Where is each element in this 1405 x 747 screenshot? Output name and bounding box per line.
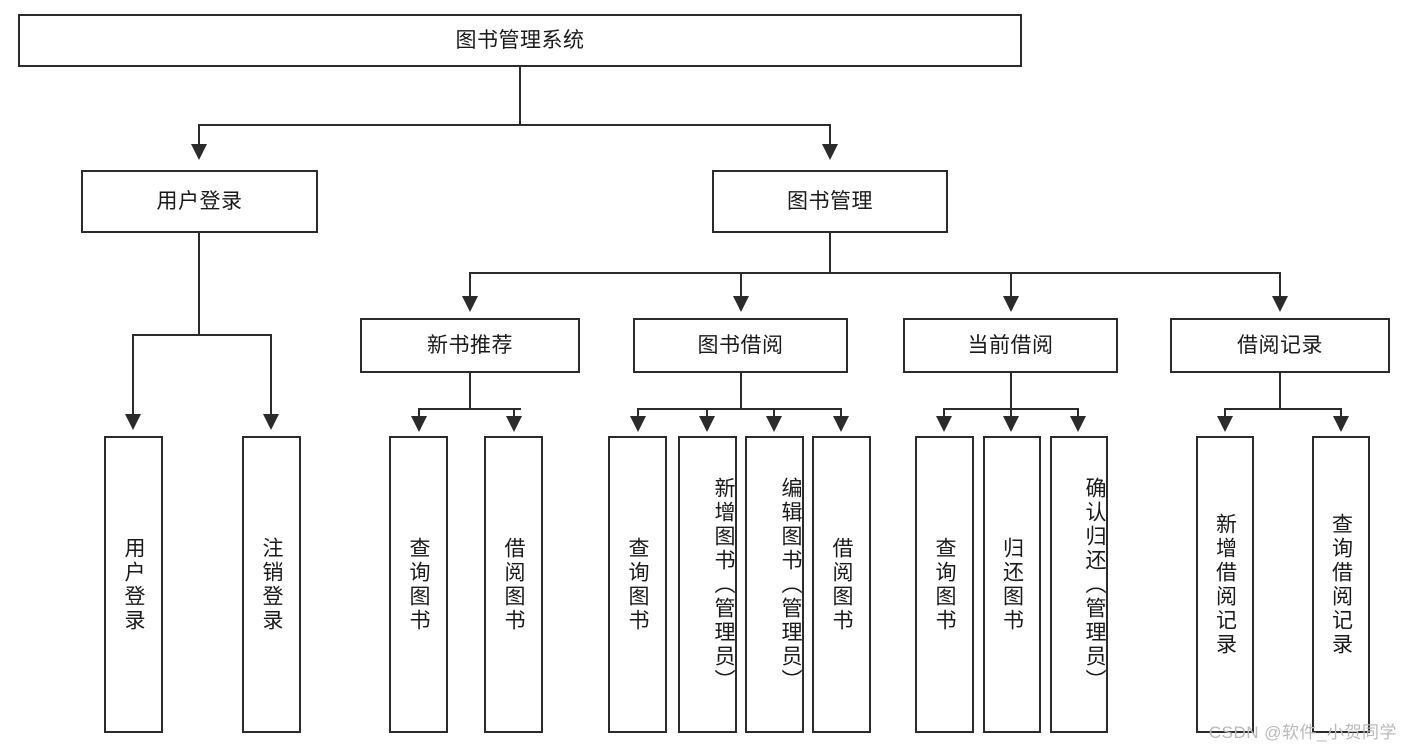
node-label: 查询图书 [626,536,650,633]
node-label: 图书借阅 [697,333,784,357]
leaf-return-book[interactable]: 归还图书 [983,436,1041,733]
node-label: 新书推荐 [427,333,513,357]
arrow-to-leaf-cb-3 [1070,416,1086,432]
arrow-to-leaf-user-login [125,414,141,430]
node-book-management[interactable]: 图书管理 [712,170,948,233]
node-label: 用户登录 [156,189,243,213]
connector-root-bus [198,124,831,126]
leaf-confirm-return-admin[interactable]: 确认归还（管理员） [1050,436,1108,733]
connector-root-drop-right [829,124,831,146]
arrow-to-leaf-bb-1 [630,416,646,432]
node-label: 借阅图书 [502,536,526,633]
connector-cb-drop-2 [1010,408,1012,418]
connector-nbr-bus [418,408,521,410]
connector-cb-drop-1 [943,408,945,418]
node-label: 查询图书 [407,536,431,633]
connector-bb-drop-4 [840,408,842,418]
connector-book-management-bus [469,272,1281,274]
node-user-login[interactable]: 用户登录 [81,170,318,233]
connector-user-login-drop-1 [132,334,134,416]
connector-bb-drop-3 [773,408,775,418]
connector-nbr-drop-2 [513,408,515,418]
arrow-to-leaf-bb-4 [833,416,849,432]
arrow-to-leaf-logout [263,414,279,430]
connector-bb-stem [740,373,742,409]
arrow-to-user-login [191,144,207,160]
node-new-book-recommend[interactable]: 新书推荐 [360,318,580,373]
arrow-to-new-book-recommend [462,296,478,312]
leaf-edit-book-admin[interactable]: 编辑图书（管理员） [745,436,804,733]
arrow-to-leaf-nbr-2 [506,416,522,432]
connector-root-drop-left [198,124,200,146]
connector-bm-drop-2 [740,272,742,298]
node-label: 用户登录 [122,536,146,633]
arrow-to-leaf-bb-2 [699,416,715,432]
connector-bb-drop-1 [637,408,639,418]
node-label: 新增借阅记录 [1213,512,1237,657]
connector-bb-bus [637,408,842,410]
arrow-to-leaf-nbr-1 [411,416,427,432]
leaf-logout[interactable]: 注销登录 [242,436,301,733]
leaf-query-book-bb[interactable]: 查询图书 [608,436,667,733]
connector-bb-drop-2 [706,408,708,418]
node-label: 新增图书（管理员） [712,476,735,693]
arrow-to-book-borrow [733,296,749,312]
node-label: 查询图书 [933,536,957,633]
node-borrow-record[interactable]: 借阅记录 [1170,318,1390,373]
leaf-borrow-book-nbr[interactable]: 借阅图书 [484,436,543,733]
arrow-to-borrow-record [1272,296,1288,312]
watermark-text: CSDN @软件_小贺同学 [1208,723,1397,742]
arrow-to-current-borrow [1003,296,1019,312]
node-book-borrow[interactable]: 图书借阅 [633,318,848,373]
leaf-borrow-book-bb[interactable]: 借阅图书 [812,436,871,733]
node-label: 归还图书 [1000,536,1024,633]
leaf-user-login[interactable]: 用户登录 [104,436,163,733]
arrow-to-leaf-br-2 [1333,416,1349,432]
arrow-to-leaf-cb-1 [936,416,952,432]
connector-user-login-stem [198,233,200,335]
connector-bm-drop-4 [1279,272,1281,298]
leaf-query-borrow-record[interactable]: 查询借阅记录 [1312,436,1370,733]
connector-bm-drop-3 [1010,272,1012,298]
node-label: 确认归还（管理员） [1083,476,1106,693]
leaf-add-borrow-record[interactable]: 新增借阅记录 [1196,436,1254,733]
node-label: 当前借阅 [967,333,1054,357]
node-label: 编辑图书（管理员） [779,476,802,693]
arrow-to-book-management [822,144,838,160]
arrow-to-leaf-cb-2 [1003,416,1019,432]
arrow-to-leaf-bb-3 [766,416,782,432]
connector-book-management-stem [829,233,831,273]
leaf-query-book-nbr[interactable]: 查询图书 [389,436,448,733]
node-label: 查询借阅记录 [1329,512,1353,657]
node-root-book-management-system[interactable]: 图书管理系统 [18,14,1022,67]
connector-user-login-drop-2 [270,334,272,416]
node-label: 借阅图书 [830,536,854,633]
connector-bm-drop-1 [469,272,471,298]
node-label: 借阅记录 [1237,333,1323,357]
connector-br-stem [1279,373,1281,409]
connector-br-drop-2 [1340,408,1342,418]
leaf-add-book-admin[interactable]: 新增图书（管理员） [678,436,737,733]
connector-cb-drop-3 [1077,408,1079,418]
connector-br-drop-1 [1224,408,1226,418]
node-current-borrow[interactable]: 当前借阅 [903,318,1118,373]
arrow-to-leaf-br-1 [1217,416,1233,432]
node-label: 图书管理 [787,189,873,213]
connector-cb-stem [1010,373,1012,409]
connector-user-login-bus [132,334,272,336]
connector-nbr-drop-1 [418,408,420,418]
leaf-query-book-cb[interactable]: 查询图书 [915,436,974,733]
node-label: 图书管理系统 [455,28,585,52]
connector-br-bus [1224,408,1341,410]
node-label: 注销登录 [260,536,284,633]
connector-nbr-stem [469,373,471,409]
connector-root-stem [519,67,521,125]
